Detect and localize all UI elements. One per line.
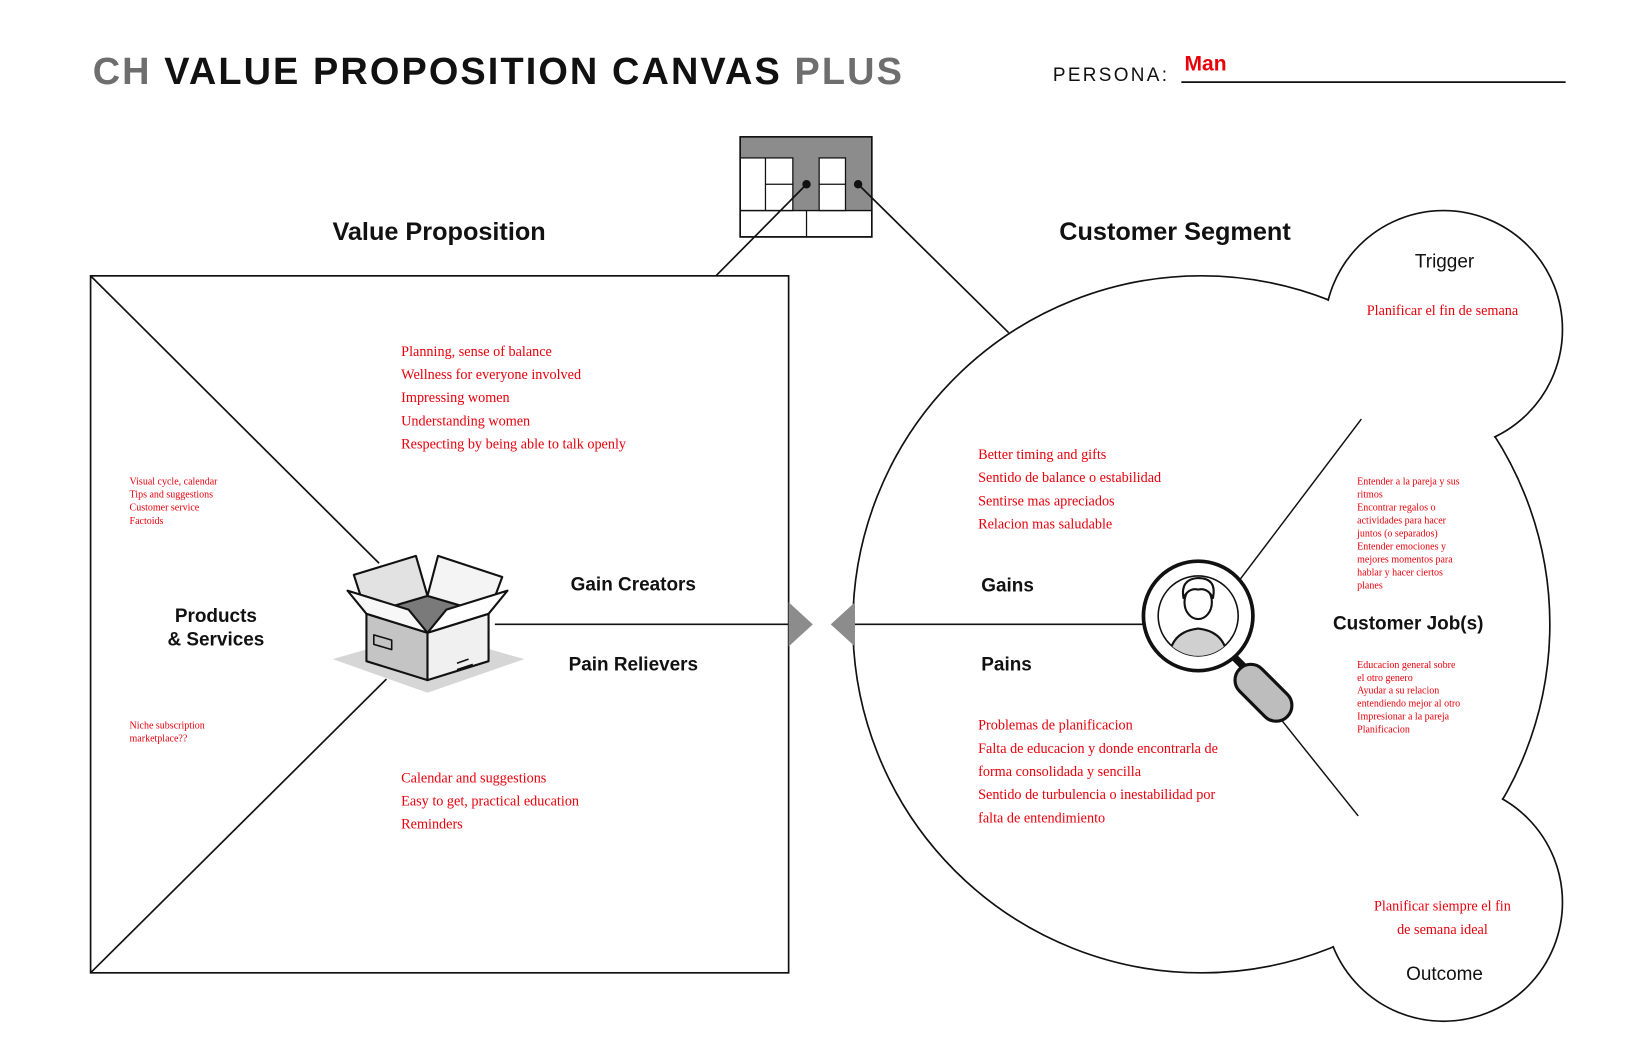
customer-job-item: juntos (o separados) (1356, 529, 1438, 540)
customer-job-item: Educacion general sobre (1357, 660, 1456, 671)
customer-job-item: hablar y hacer ciertos (1357, 568, 1443, 579)
gain-creator-item: Wellness for everyone involved (401, 367, 581, 383)
persona-value: Man (1184, 53, 1226, 76)
persona-label: PERSONA: (1053, 65, 1169, 86)
connector-to-value-proposition (715, 183, 808, 277)
customer-job-item: Planificacion (1357, 724, 1410, 735)
customer-job-item: Impresionar a la pareja (1357, 711, 1449, 722)
customer-job-item: el otro genero (1357, 673, 1413, 684)
jobs-lower-divider (1281, 720, 1359, 817)
gain-item: Sentido de balance o estabilidad (978, 470, 1161, 486)
divider-bottom-diagonal (89, 678, 388, 974)
connector-dot (853, 180, 863, 189)
gain-creator-item: Planning, sense of balance (401, 344, 552, 360)
pain-item: falta de entendimiento (978, 810, 1105, 826)
customer-job-item: actividades para hacer (1357, 515, 1447, 526)
pain-relievers-label: Pain Relievers (569, 655, 698, 676)
customer-segment-heading: Customer Segment (1059, 218, 1291, 246)
outcome-notes: Planificar siempre el fin de semana idea… (1374, 899, 1511, 938)
fit-arrow-left-icon (830, 602, 855, 647)
products-services-label-line2: & Services (167, 629, 264, 650)
pain-relievers-notes: Calendar and suggestions Easy to get, pr… (401, 770, 579, 832)
business-model-canvas-icon (739, 136, 873, 238)
pains-label: Pains (981, 655, 1032, 676)
outcome-item: Planificar siempre el fin (1374, 899, 1511, 915)
product-note: Tips and suggestions (130, 489, 214, 500)
products-services-notes-top: Visual cycle, calendar Tips and suggesti… (130, 476, 219, 526)
product-note: Customer service (130, 503, 200, 514)
product-note: Niche subscription (130, 721, 205, 732)
pain-item: Sentido de turbulencia o inestabilidad p… (978, 787, 1215, 803)
products-services-label-line1: Products (175, 606, 257, 627)
connector-dot (802, 180, 811, 189)
trigger-item: Planificar el fin de semana (1367, 303, 1519, 319)
pains-notes: Problemas de planificacion Falta de educ… (978, 718, 1218, 827)
outcome-item: de semana ideal (1397, 922, 1488, 938)
gain-item: Sentirse mas apreciados (978, 493, 1115, 509)
product-note: marketplace?? (130, 734, 188, 745)
customer-job-item: mejores momentos para (1357, 555, 1453, 566)
gain-creator-item: Respecting by being able to talk openly (401, 437, 627, 453)
page-title: CH VALUE PROPOSITION CANVAS PLUS (93, 51, 904, 93)
pain-item: Problemas de planificacion (978, 718, 1133, 734)
customer-job-item: Encontrar regalos o (1357, 502, 1435, 513)
pain-reliever-item: Reminders (401, 817, 463, 833)
pain-item: forma consolidada y sencilla (978, 764, 1142, 780)
divider-top-diagonal (89, 275, 380, 564)
customer-job-item: Entender emociones y (1357, 542, 1446, 553)
outcome-label: Outcome (1406, 964, 1483, 985)
gain-creators-label: Gain Creators (571, 575, 696, 596)
gains-label: Gains (981, 576, 1034, 597)
fit-arrow-right-icon (788, 602, 813, 647)
customer-job-item: Entender a la pareja y sus (1357, 476, 1460, 487)
customer-job-item: Ayudar a su relacion (1357, 686, 1439, 697)
customer-jobs-notes-top: Entender a la pareja y sus ritmos Encont… (1356, 476, 1460, 591)
connector-to-customer-segment (857, 183, 1010, 334)
gains-notes: Better timing and gifts Sentido de balan… (978, 447, 1161, 532)
customer-job-item: planes (1357, 581, 1383, 592)
magnifier-person-icon (1141, 559, 1294, 723)
pain-reliever-item: Easy to get, practical education (401, 793, 579, 809)
products-services-notes-bottom: Niche subscription marketplace?? (130, 721, 205, 745)
title-suffix: PLUS (794, 51, 903, 93)
product-note: Visual cycle, calendar (130, 476, 219, 487)
product-note: Factoids (130, 516, 164, 527)
trigger-label: Trigger (1415, 251, 1474, 272)
value-proposition-heading: Value Proposition (332, 218, 545, 246)
customer-jobs-notes-bottom: Educacion general sobre el otro genero A… (1357, 660, 1460, 735)
title-prefix: CH (93, 51, 152, 93)
gain-creators-notes: Planning, sense of balance Wellness for … (401, 344, 627, 453)
jobs-upper-divider (1239, 418, 1362, 580)
pain-reliever-item: Calendar and suggestions (401, 770, 547, 786)
customer-jobs-label: Customer Job(s) (1333, 614, 1483, 635)
gain-item: Better timing and gifts (978, 447, 1107, 463)
gain-creator-item: Impressing women (401, 390, 509, 406)
gain-creator-item: Understanding women (401, 413, 530, 429)
open-box-icon (332, 554, 525, 693)
pain-item: Falta de educacion y donde encontrarla d… (978, 741, 1218, 757)
title-main: VALUE PROPOSITION CANVAS (164, 51, 782, 93)
customer-job-item: entendiendo mejor al otro (1357, 699, 1460, 710)
gain-item: Relacion mas saludable (978, 517, 1112, 533)
customer-job-item: ritmos (1357, 489, 1383, 500)
